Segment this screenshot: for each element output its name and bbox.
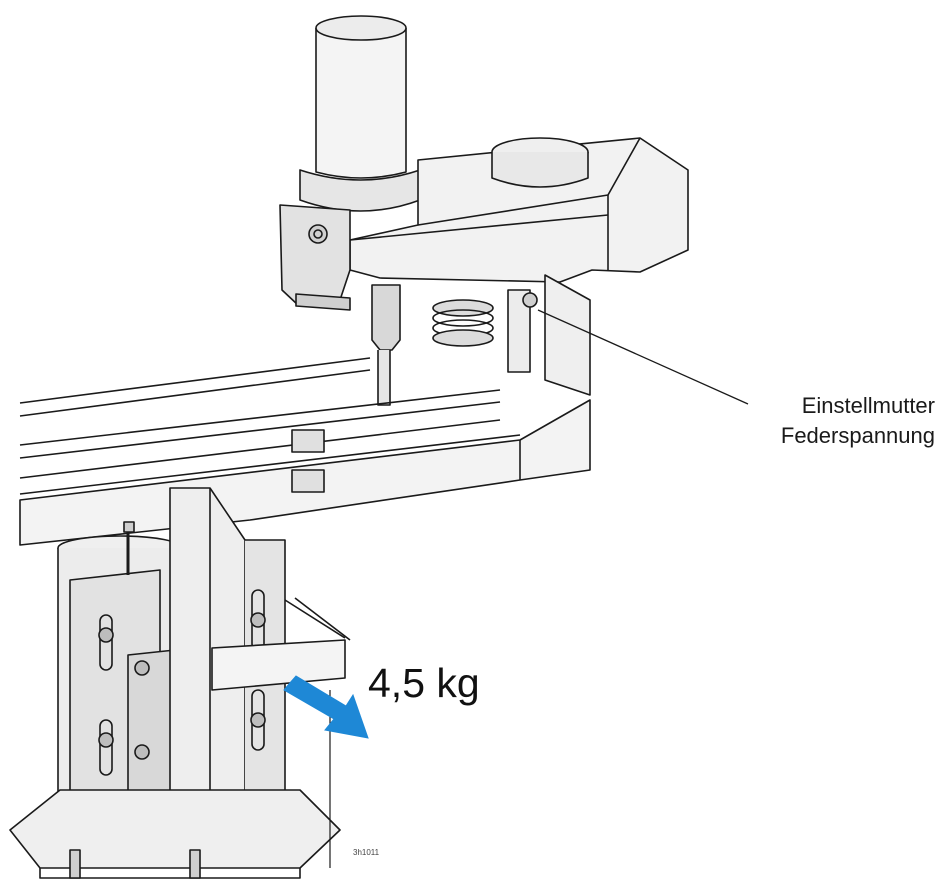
force-arrow xyxy=(283,675,369,739)
spring-and-post xyxy=(371,274,591,406)
adjusting-nut-label-line1: Einstellmutter xyxy=(801,393,935,418)
drawing-code: 3h1011 xyxy=(353,848,380,857)
slot-bolts xyxy=(98,614,150,776)
motor-cylinder xyxy=(299,15,421,212)
force-label: 4,5 kg xyxy=(368,660,480,706)
adjusting-nut-label: Einstellmutter Federspannung xyxy=(730,391,935,451)
base-column xyxy=(57,521,183,811)
callout-leader-line xyxy=(537,309,749,405)
horizontal-rails xyxy=(19,357,521,495)
foot-plate xyxy=(9,789,341,879)
vertical-bracket xyxy=(169,487,351,836)
lower-crossbeam xyxy=(19,399,591,546)
head-housing xyxy=(279,137,689,311)
adjusting-nut-label-line2: Federspannung xyxy=(780,423,935,448)
